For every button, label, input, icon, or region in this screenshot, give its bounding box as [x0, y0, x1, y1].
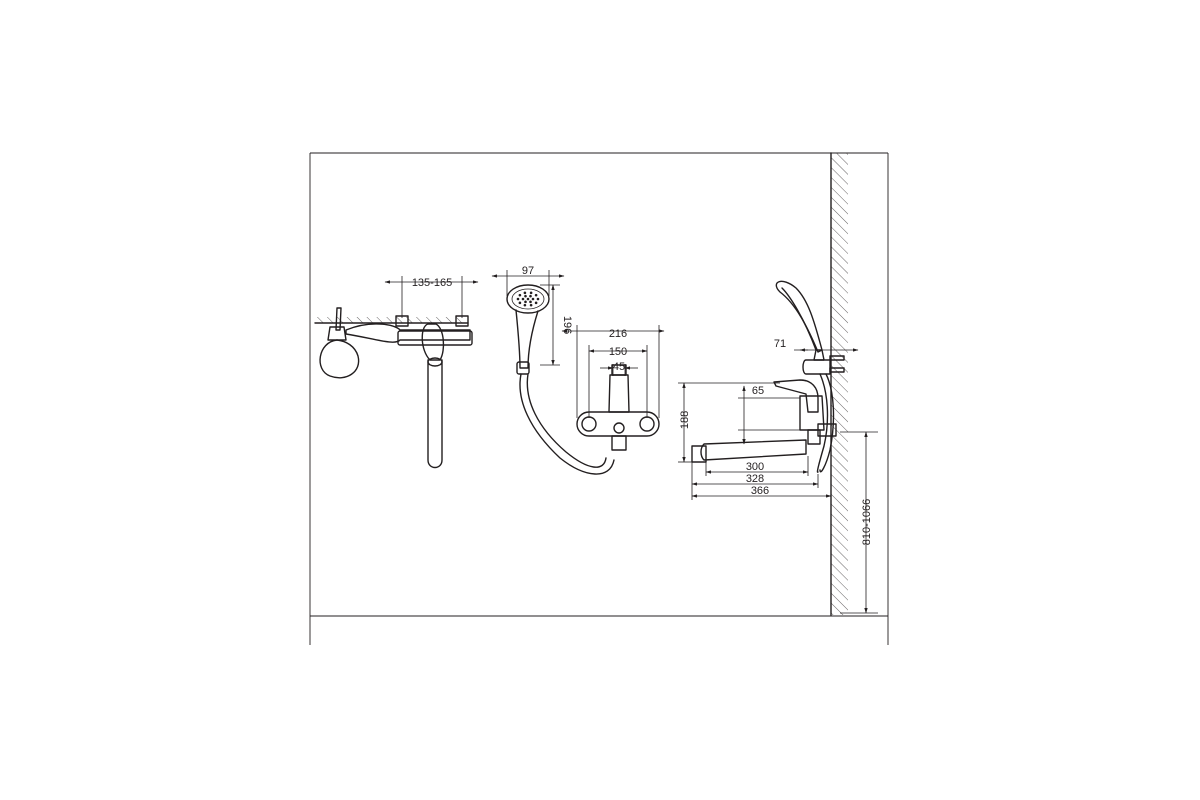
nozzle-dot [526, 297, 530, 301]
nozzle-dot [536, 297, 540, 301]
nozzle-dot [523, 291, 527, 295]
dim-spout-300: 300 [746, 461, 764, 473]
nozzle-dot [516, 297, 520, 301]
nozzle-dot [524, 294, 527, 298]
nozzle-dot [518, 293, 522, 297]
dim-height-188: 188 [679, 411, 691, 429]
dim-spout-328: 328 [746, 473, 764, 485]
shower-nozzles [516, 291, 540, 307]
nozzle-dot [521, 297, 525, 301]
wall-hatch-top [315, 317, 465, 323]
nozzle-dot [529, 291, 533, 295]
nozzle-dot [523, 303, 527, 307]
wall-hatch-side [831, 153, 848, 615]
dim-head-width: 97 [522, 265, 534, 277]
nozzle-dot [524, 300, 527, 304]
nozzle-dot [529, 294, 532, 298]
nozzle-dot [518, 301, 522, 305]
nozzle-dot [529, 300, 532, 304]
drawing-frame [309, 152, 889, 645]
nozzle-dot [531, 297, 535, 301]
dim-head-height: 196 [561, 316, 573, 334]
dim-holder-71: 71 [774, 338, 786, 350]
front-view [491, 270, 665, 475]
nozzle-dot [529, 303, 533, 307]
nozzle-dot [534, 301, 538, 305]
top-view [314, 276, 479, 469]
dim-width-216: 216 [609, 328, 627, 340]
nozzle-dot [534, 293, 538, 297]
dim-width-150: 150 [609, 346, 627, 358]
dim-width-45: 45 [613, 361, 625, 373]
side-view [678, 152, 878, 616]
dim-top-centers: 135-165 [412, 277, 452, 289]
dim-spout-366: 366 [751, 485, 769, 497]
dim-offset-65: 65 [752, 385, 764, 397]
dim-mount-height: 810-1066 [861, 499, 873, 546]
